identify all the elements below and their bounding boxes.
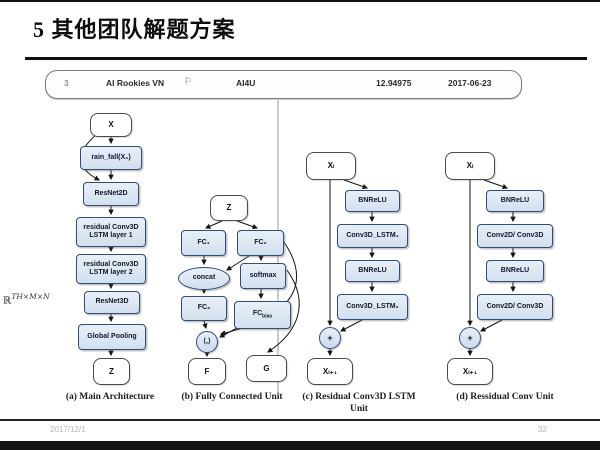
node-output-f: F [188,358,226,385]
node-d-xl1: Xₗ₊₁ [447,358,493,385]
node-global-pooling: Global Pooling [78,324,146,350]
footer-page-number: 32 [538,425,547,434]
node-fc3: FC₃ [181,296,227,321]
node-d-bnrelu2: BNReLU [486,260,544,282]
node-resnet3d: ResNet3D [84,291,140,314]
node-concat: concat [178,267,230,290]
top-border [0,0,600,2]
node-output-g: G [246,355,287,382]
node-c-xl1: Xₗ₊₁ [307,358,353,385]
node-output-z: Z [93,358,130,385]
architecture-figure: ℝTH×M×N X rain_fall(X₀) ResNet2D residua… [0,100,600,420]
node-rainfall: rain_fall(X₀) [80,146,142,170]
node-d-bnrelu1: BNReLU [486,190,544,212]
node-b-z: Z [210,195,248,221]
node-d-add-op: + [459,327,481,349]
node-conv3d-lstm2: Conv3D_LSTM₂ [337,294,408,320]
node-inner-product-op: ⟨,⟩ [196,331,218,353]
caption-a: (a) Main Architecture [65,392,155,402]
node-d-xl: Xₗ [445,152,495,180]
footer-divider [0,419,600,421]
node-conv2d-conv3d-2: Conv2D/ Conv3D [477,294,553,320]
node-fc2: FC₂ [237,230,284,256]
slide-title: 5 其他团队解题方案 [33,17,236,42]
leaderboard-row: 3 AI Rookies VN ⚐ AI4U 12.94975 2017-06-… [45,70,522,99]
team-rank: 3 [64,78,69,88]
caption-d: (d) Ressidual Conv Unit [456,392,554,402]
bottom-border [0,441,600,450]
node-fc1: FC₁ [181,230,226,256]
node-c-xl: Xₗ [306,152,356,180]
caption-b: (b) Fully Connected Unit [181,392,283,402]
node-conv2d-conv3d-1: Conv2D/ Conv3D [477,224,553,248]
node-c-bnrelu2: BNReLU [345,260,400,282]
node-fc-bias: FCbias [234,301,291,329]
footer-date: 2017/12/1 [50,425,86,434]
node-conv3d-lstm1: Conv3D_LSTM₁ [337,224,408,248]
node-c-add-op: + [319,327,341,349]
team-name: AI Rookies VN [106,78,165,88]
node-softmax: softmax [240,263,286,289]
model-name: AI4U [236,78,256,88]
title-underline [25,57,587,60]
tensor-dimension-annotation: ℝTH×M×N [3,292,50,307]
node-input-x: X [90,113,132,137]
submission-date: 2017-06-23 [448,78,492,88]
node-resnet2d: ResNet2D [83,182,139,206]
team-score: 12.94975 [376,78,412,88]
team-badge-icon: ⚐ [184,76,193,86]
flow-arrows [80,100,516,396]
node-c-bnrelu1: BNReLU [345,190,400,212]
